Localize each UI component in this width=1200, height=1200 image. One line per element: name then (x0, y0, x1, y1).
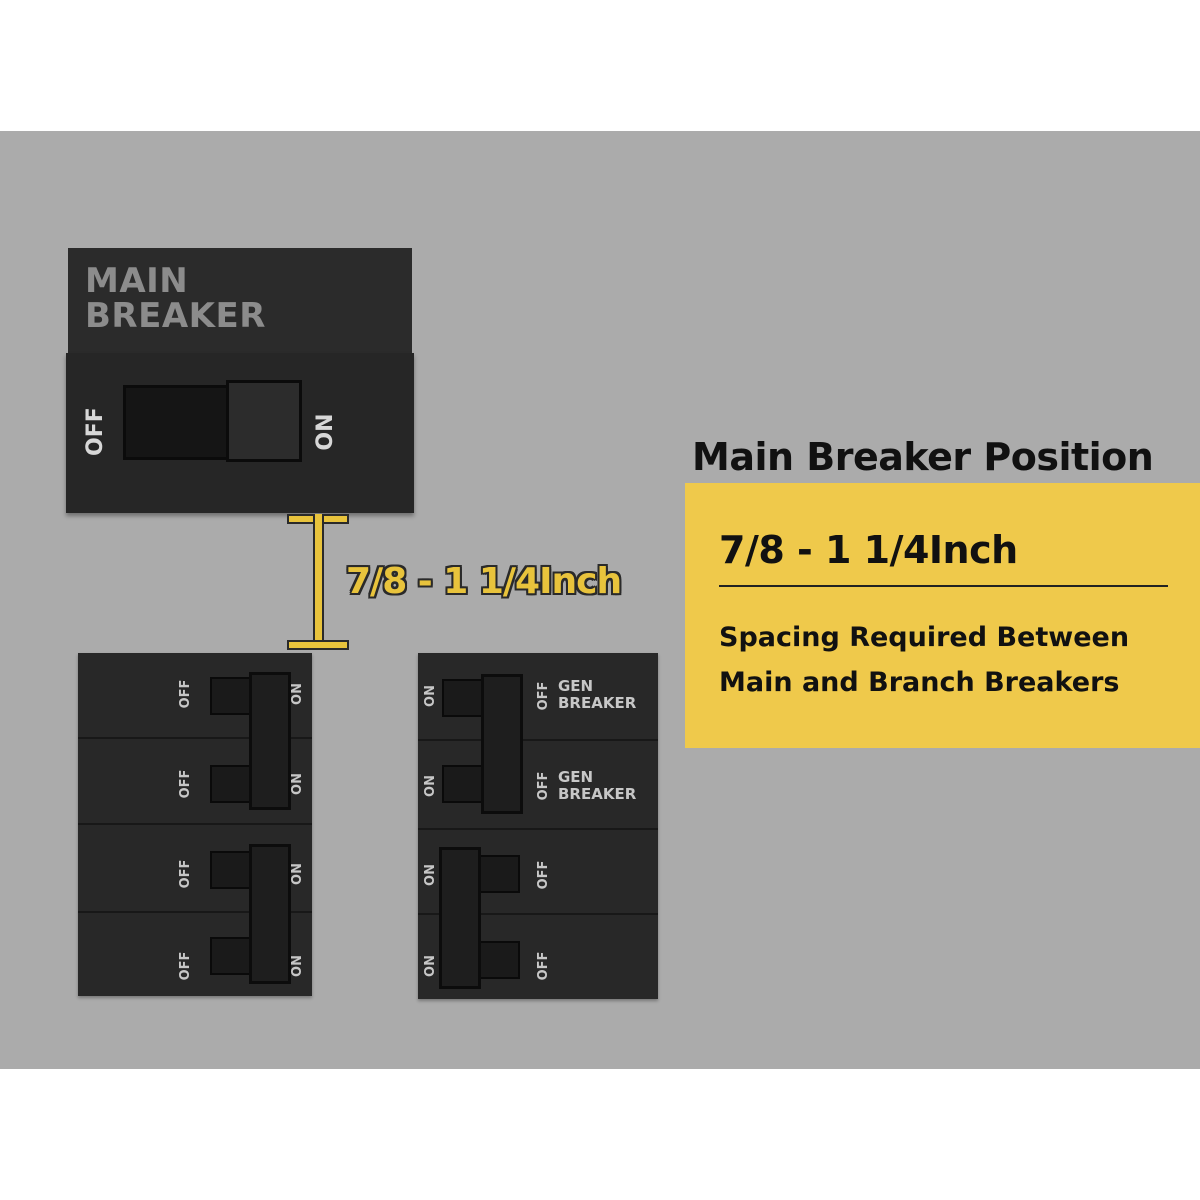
branch-off-label: OFF (178, 951, 193, 981)
info-box-description-line1: Spacing Required Between (719, 622, 1130, 653)
gen-breaker-label-line2: BREAKER (558, 694, 637, 712)
branch-on-label: ON (290, 683, 305, 705)
main-breaker-body: OFF ON (66, 353, 414, 513)
branch-off-label: OFF (178, 679, 193, 709)
info-box-divider (719, 585, 1168, 587)
main-breaker-title: MAIN BREAKER (85, 264, 266, 334)
branch-row-divider (418, 828, 658, 830)
branch-row-divider (78, 823, 312, 825)
gen-breaker-label: GEN BREAKER (558, 769, 636, 803)
branch-off-label: OFF (536, 951, 551, 981)
main-breaker-title-line2: BREAKER (85, 296, 266, 336)
branch-off-label: OFF (536, 860, 551, 890)
branch-row-divider (418, 913, 658, 915)
spacing-info-box: 7/8 - 1 1/4Inch Spacing Required Between… (685, 483, 1200, 748)
branch-breaker-panel-left: OFF OFF OFF OFF ON ON ON ON (78, 653, 312, 996)
double-pole-handle[interactable] (439, 847, 481, 989)
info-box-description: Spacing Required Between Main and Branch… (719, 615, 1129, 705)
main-breaker-title-line1: MAIN (85, 261, 189, 301)
main-breaker-off-label: OFF (83, 407, 108, 456)
dimension-bracket-bottom (287, 640, 349, 650)
branch-off-label: OFF (536, 681, 551, 711)
gen-breaker-label-line1: GEN (558, 768, 594, 786)
main-breaker-on-label: ON (313, 413, 338, 451)
diagram-stage: MAIN BREAKER OFF ON 7/8 - 1 1/4Inch OFF … (0, 131, 1200, 1069)
double-pole-handle[interactable] (249, 844, 291, 984)
main-breaker-position-heading: Main Breaker Position (692, 435, 1154, 479)
gen-breaker-label-line1: GEN (558, 677, 594, 695)
gen-breaker-handle[interactable] (481, 674, 523, 814)
branch-on-label: ON (290, 955, 305, 977)
info-box-description-line2: Main and Branch Breakers (719, 667, 1120, 698)
branch-off-label: OFF (178, 859, 193, 889)
branch-off-label: OFF (178, 769, 193, 799)
branch-on-label: ON (423, 775, 438, 797)
info-box-dimension: 7/8 - 1 1/4Inch (719, 528, 1018, 572)
double-pole-handle[interactable] (249, 672, 291, 810)
branch-switch-slot (478, 855, 520, 893)
branch-switch-slot (478, 941, 520, 979)
branch-switch-slot (210, 851, 252, 889)
branch-on-label: ON (290, 773, 305, 795)
branch-switch-slot (210, 937, 252, 975)
branch-switch-slot (442, 679, 484, 717)
branch-row-divider (78, 737, 312, 739)
branch-row-divider (418, 739, 658, 741)
branch-on-label: ON (290, 863, 305, 885)
dimension-bracket-stem (313, 514, 324, 647)
main-breaker-label-plate: MAIN BREAKER (68, 248, 412, 358)
branch-switch-slot (210, 677, 252, 715)
gen-breaker-label-line2: BREAKER (558, 785, 637, 803)
branch-on-label: ON (423, 864, 438, 886)
branch-breaker-panel-right: ON ON ON ON OFF OFF OFF OFF GEN BREAKER … (418, 653, 658, 999)
branch-off-label: OFF (536, 771, 551, 801)
branch-switch-slot (210, 765, 252, 803)
branch-row-divider (78, 911, 312, 913)
gen-breaker-label: GEN BREAKER (558, 678, 636, 712)
branch-switch-slot (442, 765, 484, 803)
branch-on-label: ON (423, 955, 438, 977)
branch-on-label: ON (423, 685, 438, 707)
spacing-dimension-label: 7/8 - 1 1/4Inch (346, 561, 622, 602)
main-breaker-switch-lever[interactable] (226, 380, 302, 462)
